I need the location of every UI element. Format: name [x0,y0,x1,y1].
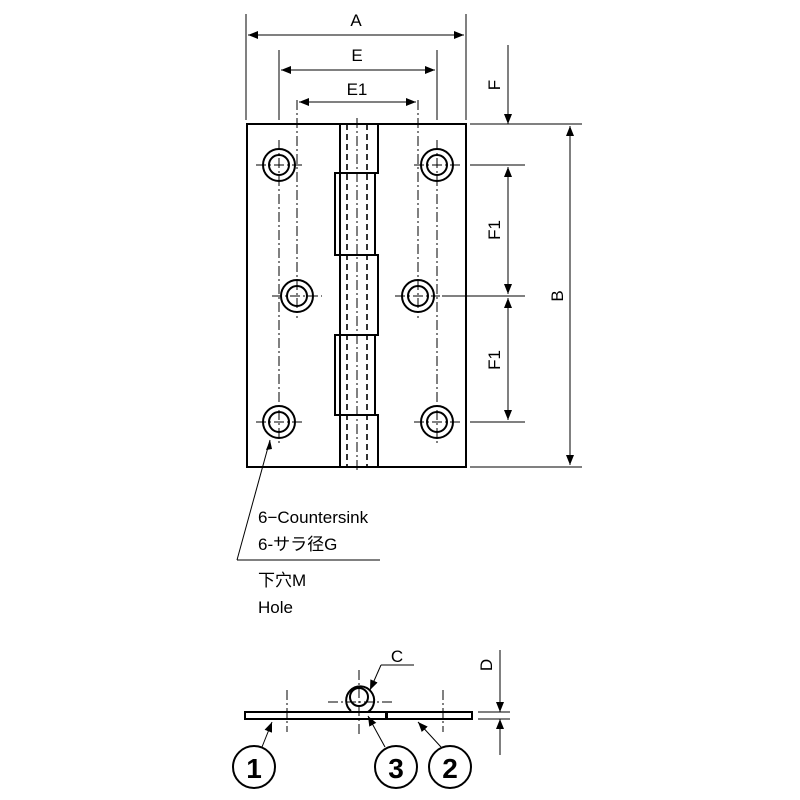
callout-hole-en: Hole [258,598,293,617]
dim-label-f: F [485,80,504,90]
countersink-holes [256,100,460,445]
dimension-lines [245,14,582,468]
dim-label-c: C [391,647,403,666]
dim-label-e: E [351,46,362,65]
dim-label-b: B [548,290,567,301]
part-marker-2: 2 [428,745,472,789]
dim-label-a: A [350,11,362,30]
hinge-top-view [246,118,467,470]
part-number-2: 2 [442,753,458,784]
callout-countersink-jp: 6-サラ径G [258,535,337,554]
hinge-side-view [244,650,510,755]
dim-label-e1: E1 [347,80,368,99]
part-number-3: 3 [388,753,404,784]
callout-countersink-en: 6−Countersink [258,508,369,527]
part-number-1: 1 [246,753,262,784]
callout-hole-jp: 下穴M [258,571,306,590]
part-marker-1: 1 [232,745,276,789]
part-marker-3: 3 [374,745,418,789]
callout-leader [236,439,271,561]
dim-label-d: D [477,659,496,671]
dim-label-f1-lower: F1 [485,350,504,370]
dim-label-f1-upper: F1 [485,220,504,240]
